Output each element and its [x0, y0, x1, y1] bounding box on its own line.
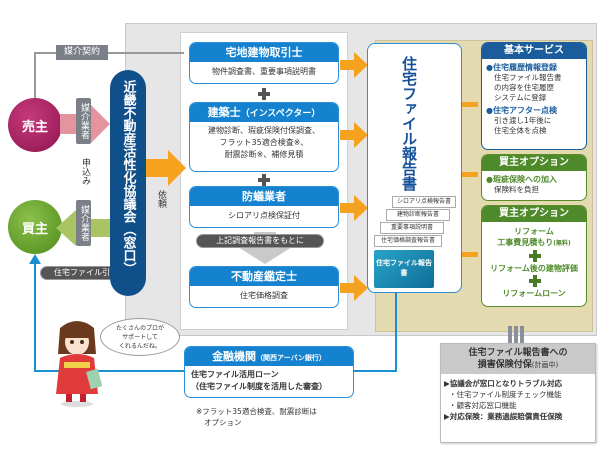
speech-line: たくさんのプロが [115, 325, 164, 332]
footnote-line: ※フラット35適合検査、耐震診断は [196, 407, 317, 416]
footnote-line: オプション [204, 418, 242, 427]
report-to-finance-line [395, 293, 397, 371]
professional-appraiser: 不動産鑑定士 住宅価格調査 [189, 266, 339, 308]
plus-icon [258, 88, 270, 100]
report-title: 住宅ファイル報告書 [400, 56, 418, 191]
professional-architect: 建築士（インスペクター） 建物診断、瑕疵保険付保調査、 フラット35適合検査※、… [189, 102, 339, 172]
finance-body-line: （住宅ファイル制度を活用した審査） [191, 382, 327, 391]
down-arrow [238, 232, 292, 264]
plus-icon [258, 174, 270, 186]
service-desc: 住宅ファイル報告書 [494, 73, 562, 82]
plus-icon [529, 275, 541, 287]
body-line: フラット35適合検査※、 [219, 138, 309, 147]
professional-body: 住宅価格調査 [240, 291, 288, 300]
professional-title: 宅地建物取引士 [190, 43, 338, 62]
service-desc: システムに登録 [494, 93, 547, 102]
plus-icon [529, 250, 541, 262]
speech-bubble: たくさんのプロが サポートして くれるんだね。 [100, 318, 180, 356]
up-arrow-icon [29, 254, 41, 264]
based-on-reports-pill: 上記調査報告書をもとに [196, 234, 324, 248]
report-arrow-3 [340, 195, 368, 221]
basic-service-title: 基本サービス [482, 43, 586, 59]
insurance-title-line: 住宅ファイル報告書への [468, 348, 568, 358]
finance-body-line: 住宅ファイル活用ローン [191, 370, 279, 379]
service-item-name: ●住宅履歴情報登録 [486, 63, 557, 72]
request-label: 依頼 [156, 190, 166, 208]
option-item: 工事費見積もり(無料) [482, 237, 586, 249]
body-line: 建物診断、瑕疵保険付保調査、 [208, 126, 320, 135]
report-folder: 住宅ファイル報告書 [374, 250, 434, 288]
connector [462, 102, 478, 107]
document-important: 重要事項説明書 [380, 222, 444, 234]
buyer-vertical-line [34, 262, 36, 372]
contract-line-horizontal [34, 52, 184, 54]
service-desc: 引き渡し1年後に [494, 116, 552, 125]
body-line: 耐震診断※、補修見積 [224, 150, 304, 159]
buyer-circle: 買主 [8, 200, 62, 254]
option-item: リフォームローン [502, 289, 566, 298]
professional-body: シロアリ点検保証付 [228, 211, 300, 220]
professional-termite: 防蟻業者 シロアリ点検保証付 [189, 186, 339, 228]
insurance-status: (計画中) [531, 361, 559, 369]
finance-title: 金融機関（関西アーバン銀行） [185, 347, 353, 366]
option-item-note: (無料) [553, 240, 571, 247]
service-item-name: ●住宅アフター点検 [486, 106, 557, 115]
insurance-line: ・顧客対応窓口機能 [449, 401, 517, 410]
connector [514, 326, 518, 344]
buyer-option-reform-box: 買主オプション リフォーム 工事費見積もり(無料) リフォーム後の建物評価 リフ… [481, 205, 587, 307]
professional-body: 物件調査書、重要事項説明書 [212, 67, 316, 76]
insurance-box: 住宅ファイル報告書への 損害保険付保(計画中) ▶協議会が窓口となりトラブル対応… [440, 343, 596, 443]
kimono-girl-illustration [56, 321, 102, 407]
footnote: ※フラット35適合検査、耐震診断は オプション [196, 406, 317, 428]
service-desc: の内容を住宅履歴 [494, 83, 554, 92]
professional-title-main: 建築士 [207, 106, 241, 119]
professional-real-estate-agent: 宅地建物取引士 物件調査書、重要事項説明書 [189, 42, 339, 84]
professional-title: 不動産鑑定士 [190, 267, 338, 286]
document-termite: シロアリ点検報告書 [392, 196, 456, 208]
connector [462, 252, 478, 257]
speech-line: サポートして [122, 334, 158, 341]
basic-service-box: 基本サービス ●住宅履歴情報登録 住宅ファイル報告書 の内容を住宅履歴 システム… [481, 42, 587, 150]
seller-circle: 売主 [8, 98, 62, 152]
professional-title: 建築士（インスペクター） [190, 103, 338, 122]
professional-body: 建物診断、瑕疵保険付保調査、 フラット35適合検査※、 耐震診断※、補修見積 [190, 122, 338, 161]
connector [462, 172, 478, 177]
insurance-line: ・住宅ファイル制度チェック機能 [449, 390, 562, 399]
report-arrow-1 [340, 52, 368, 78]
document-building: 建物診断報告書 [386, 209, 450, 221]
buyer-option-title: 買主オプション [482, 155, 586, 171]
document-price: 住宅価格調査報告書 [374, 235, 442, 247]
finance-box: 金融機関（関西アーバン銀行） 住宅ファイル活用ローン （住宅ファイル制度を活用し… [184, 346, 354, 398]
finance-body: 住宅ファイル活用ローン （住宅ファイル制度を活用した審査） [185, 366, 353, 396]
professional-title-sub: （インスペクター） [240, 109, 321, 119]
broker-tag-top: 媒介業者 [76, 98, 91, 144]
brokerage-contract-tag: 媒介契約 [56, 45, 108, 60]
broker-tag-bottom: 媒介業者 [76, 200, 91, 246]
option-item: ●瑕疵保険への加入 [486, 175, 557, 184]
finance-title-main: 金融機関 [212, 350, 257, 363]
report-arrow-2 [340, 122, 368, 148]
option-item: リフォーム後の建物評価 [490, 264, 578, 273]
option-item: リフォーム [514, 227, 554, 236]
option-desc: 保険料を負担 [494, 185, 539, 194]
option-item-text: 工事費見積もり [497, 238, 554, 247]
insurance-line: ▶協議会が窓口となりトラブル対応 [444, 379, 563, 388]
speech-line: くれるんだね。 [118, 343, 161, 350]
request-arrow [146, 150, 186, 186]
insurance-title: 住宅ファイル報告書への 損害保険付保(計画中) [441, 344, 595, 374]
report-arrow-4 [340, 275, 368, 301]
connector [520, 326, 524, 344]
buyer-option-insurance-box: 買主オプション ●瑕疵保険への加入 保険料を負担 [481, 154, 587, 201]
connector [508, 326, 512, 344]
service-desc: 住宅全体を点検 [494, 126, 547, 135]
contract-line-vertical [34, 52, 36, 100]
insurance-line: ▶対応保険：業務過誤賠償責任保険 [444, 412, 563, 421]
finance-title-sub: （関西アーバン銀行） [256, 354, 326, 362]
buyer-option-title: 買主オプション [482, 206, 586, 222]
insurance-title-line: 損害保険付保 [477, 360, 532, 370]
application-label: 申込み [80, 158, 90, 185]
council-bar: 近畿不動産活性化協議会（窓口） [110, 70, 146, 296]
professional-title: 防蟻業者 [190, 187, 338, 206]
